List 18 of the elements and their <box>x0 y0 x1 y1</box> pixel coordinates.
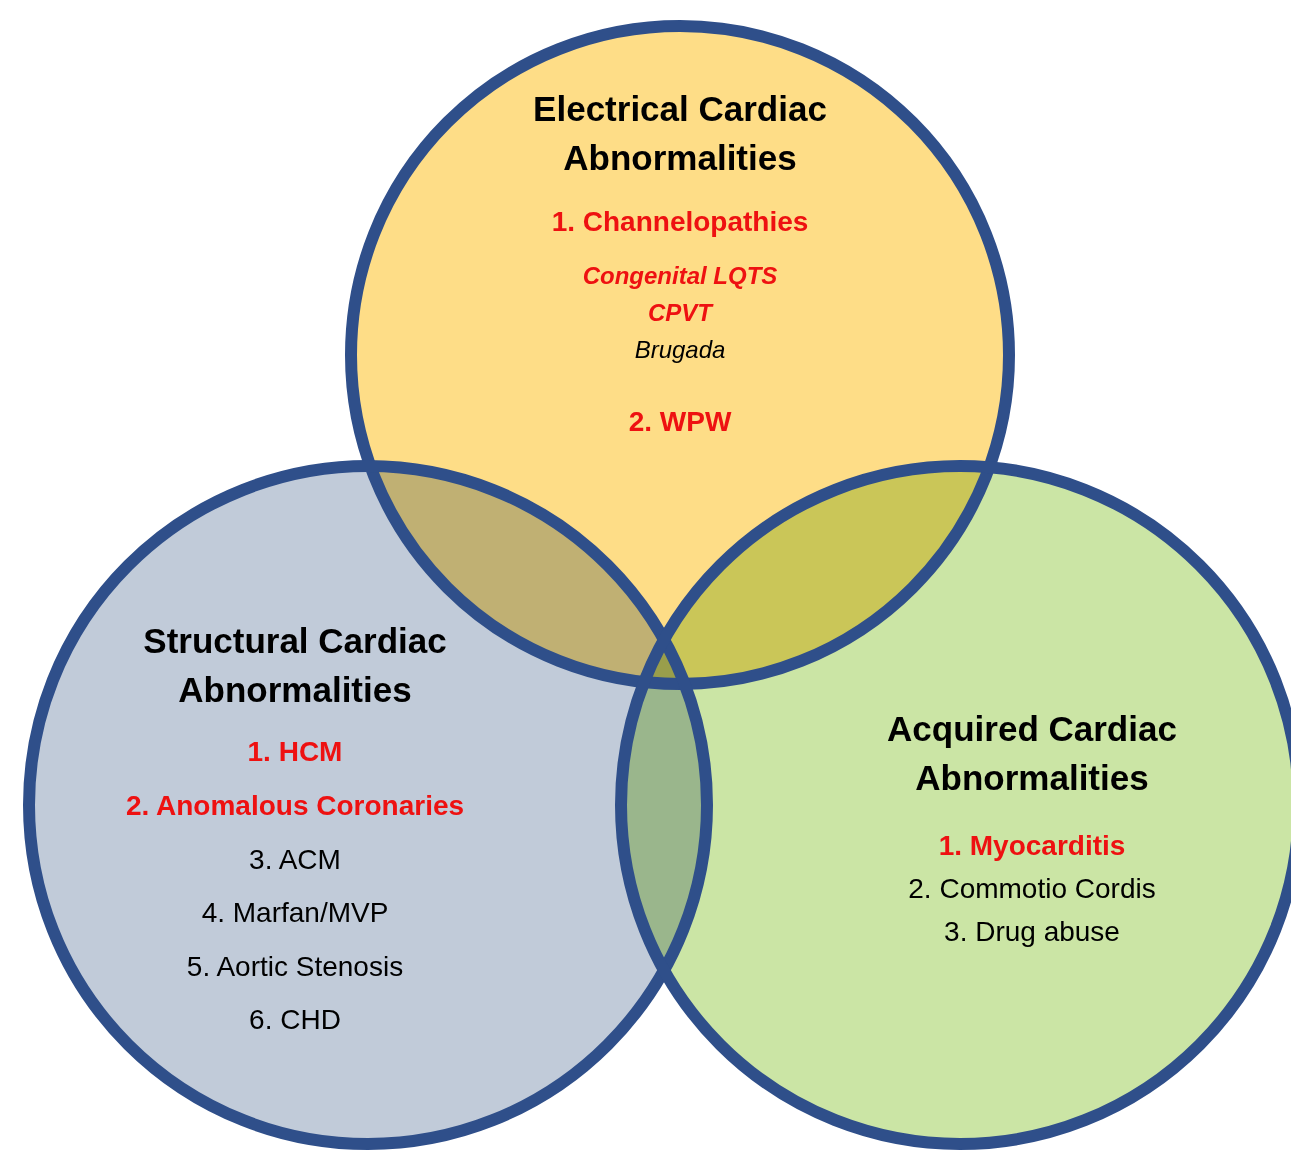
list-item: 1. HCM <box>247 735 343 769</box>
list-item: 1. Channelopathies <box>551 205 809 239</box>
sub-item: Brugada <box>634 335 726 365</box>
circle-heading: Electrical Cardiac Abnormalities <box>532 88 828 179</box>
list-item: 6. CHD <box>249 1003 341 1037</box>
list-item: 4. Marfan/MVP <box>201 896 389 930</box>
list-item: 2. Commotio Cordis <box>908 872 1156 906</box>
circle-heading: Acquired Cardiac Abnormalities <box>886 708 1178 799</box>
list-item: 5. Aortic Stenosis <box>186 950 404 984</box>
venn-circle <box>23 460 713 1150</box>
sub-item: Congenital LQTS <box>582 261 778 291</box>
sub-item: CPVT <box>648 298 712 328</box>
list-item: 3. Drug abuse <box>944 915 1120 949</box>
list-item: 2. WPW <box>628 405 732 439</box>
list-item: 3. ACM <box>249 843 341 877</box>
circle-heading: Structural Cardiac Abnormalities <box>142 620 448 711</box>
list-item: 2. Anomalous Coronaries <box>125 789 465 823</box>
list-item: 1. Myocarditis <box>938 829 1126 863</box>
